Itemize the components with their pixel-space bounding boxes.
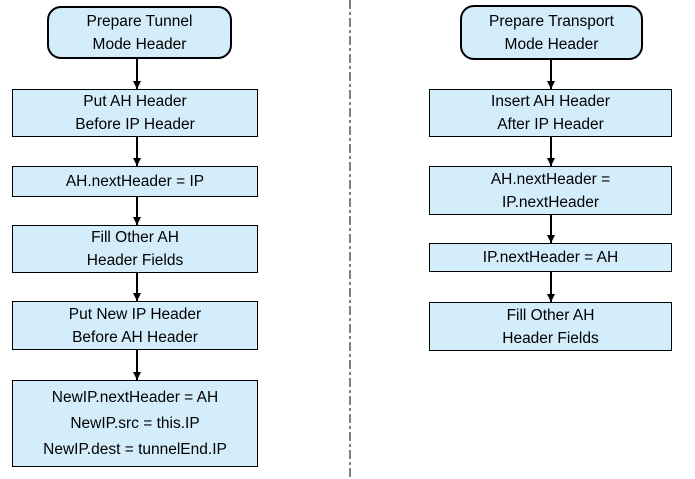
node-text-line: Insert AH Header [491, 93, 610, 110]
flow-arrow-down-icon [133, 350, 140, 380]
node-text-line: NewIP.nextHeader = AH [51, 388, 219, 406]
node-text-line: IP.nextHeader = AH [482, 249, 619, 266]
flow-arrow-down-icon [547, 60, 554, 89]
node-text-line: NewIP.dest = tunnelEnd.IP [43, 440, 227, 458]
node-text-line: IP.nextHeader [501, 193, 600, 211]
flow-arrow-down-icon [547, 137, 554, 166]
tunnel-ah-nextheader-node: AH.nextHeader = IP [12, 166, 258, 197]
node-text-line: NewIP.src = this.IP [70, 414, 200, 432]
tunnel-start-node: Prepare Tunnel Mode Header [47, 6, 232, 59]
node-text-line: Prepare Transport [489, 12, 614, 30]
tunnel-fill-ah-fields-node: Fill Other AH Header Fields [12, 225, 258, 273]
section-divider-line [349, 0, 351, 479]
tunnel-put-ah-before-ip-node: Put AH Header Before IP Header [12, 89, 258, 137]
node-text-line: Put New IP Header [68, 305, 202, 323]
node-text-line: Mode Header [92, 35, 187, 53]
flow-arrow-down-icon [133, 273, 140, 301]
node-text-line: Header Fields [502, 329, 599, 347]
transport-ip-nextheader-node: IP.nextHeader = AH [429, 243, 672, 272]
flow-arrow-down-icon [133, 197, 140, 225]
node-text-line: Put AH Header [83, 93, 187, 110]
node-text-line: Before IP Header [75, 116, 195, 133]
node-text-line: AH.nextHeader = IP [65, 173, 205, 190]
transport-start-node: Prepare Transport Mode Header [460, 5, 643, 60]
node-text-line: Prepare Tunnel [86, 12, 193, 30]
node-text-line: After IP Header [497, 116, 604, 133]
transport-insert-ah-after-ip-node: Insert AH Header After IP Header [429, 89, 672, 137]
tunnel-put-new-ip-node: Put New IP Header Before AH Header [12, 301, 258, 350]
node-text-line: Before AH Header [72, 328, 198, 346]
transport-fill-ah-fields-node: Fill Other AH Header Fields [429, 302, 672, 351]
node-text-line: Fill Other AH [506, 306, 595, 324]
node-text-line: Header Fields [86, 252, 184, 269]
tunnel-newip-assignments-node: NewIP.nextHeader = AH NewIP.src = this.I… [12, 380, 258, 467]
flow-arrow-down-icon [547, 215, 554, 243]
transport-ah-nextheader-node: AH.nextHeader = IP.nextHeader [429, 166, 672, 215]
node-text-line: Mode Header [504, 35, 599, 53]
flow-arrow-down-icon [547, 272, 554, 302]
flow-arrow-down-icon [133, 59, 140, 89]
flow-arrow-down-icon [133, 137, 140, 166]
node-text-line: AH.nextHeader = [490, 170, 611, 188]
node-text-line: Fill Other AH [91, 229, 179, 246]
